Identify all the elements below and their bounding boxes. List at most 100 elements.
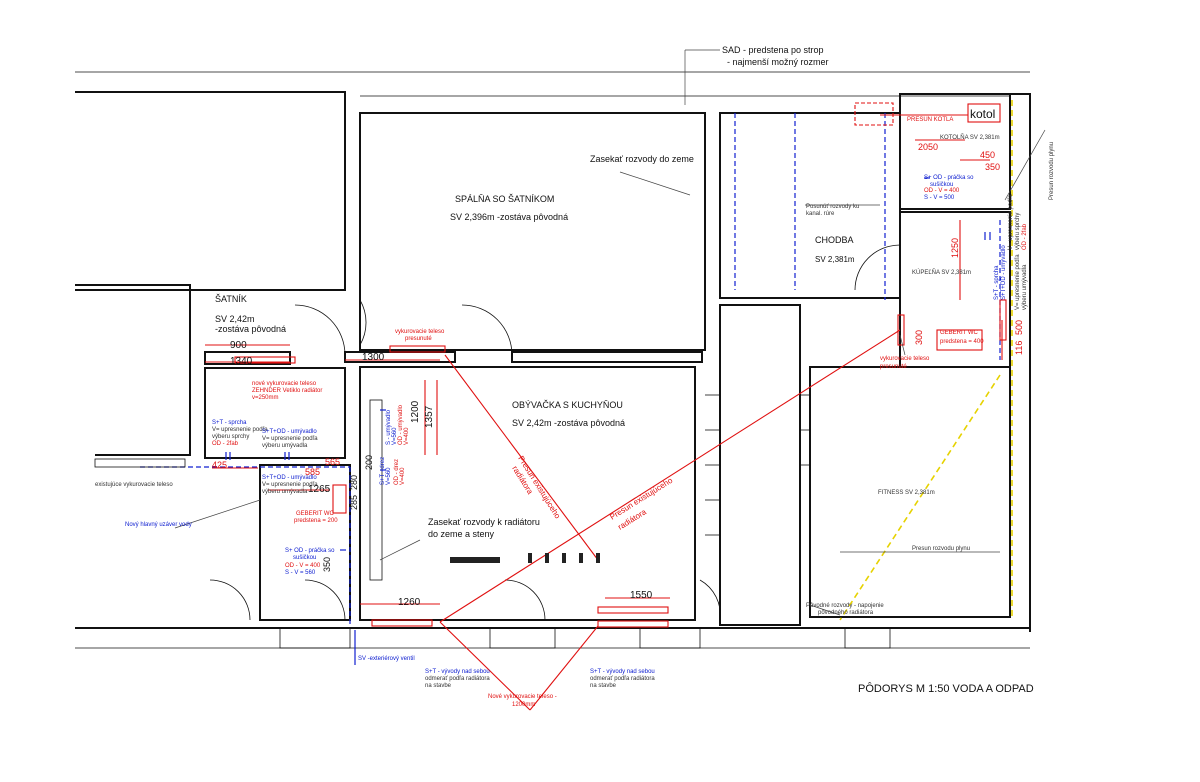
vyvody-b3: na stavbe bbox=[590, 683, 617, 689]
dim-116: 116 bbox=[1014, 341, 1024, 355]
bathroom-vykurovacie-2: presunuté bbox=[880, 364, 907, 370]
povodne-rozvody-1: Pôvodné rozvody - napojenie bbox=[806, 603, 884, 609]
dim-350b: 350 bbox=[985, 162, 1000, 172]
satnik-name: ŠATNÍK bbox=[215, 294, 247, 304]
kotolna-pracka-1: S+ OD - práčka so bbox=[924, 175, 974, 181]
dim-2050: 2050 bbox=[918, 142, 938, 152]
door-arc-5 bbox=[209, 579, 251, 621]
bathroom-predstena: predstena = 400 bbox=[940, 339, 984, 345]
gas-note: Presun rozvodu plynu bbox=[912, 546, 970, 552]
kitchen-umyvadlo-1: S - umývadlo bbox=[386, 409, 392, 445]
gas-vertical-note: Presun rozvodu plynu bbox=[1049, 142, 1055, 200]
dim-450: 450 bbox=[980, 150, 995, 160]
satnik-level2: -zostáva pôvodná bbox=[215, 324, 286, 334]
kitchen-umyvadlo-4: V=400 bbox=[404, 427, 410, 445]
dim-500: 500 bbox=[1014, 320, 1024, 335]
wc-od: OD - V = 400 bbox=[285, 563, 321, 569]
door-arc-1 bbox=[294, 304, 346, 356]
satnik-wall-segment bbox=[204, 351, 291, 365]
bathroom-sprcha-4: OD - 2fab bbox=[1022, 223, 1028, 250]
dim-900: 900 bbox=[230, 340, 247, 351]
vyvody-b2: odmerať podľa radiátora bbox=[590, 676, 655, 682]
kitchen-drez-2: V=560 bbox=[386, 467, 392, 485]
window-1 bbox=[279, 627, 351, 649]
stairs bbox=[705, 394, 810, 536]
wc-umyvadlo-3: výberu umývadla bbox=[262, 489, 308, 495]
living-vykurovacie-1: vykurovacie teleso bbox=[395, 329, 445, 335]
bathroom-geberit: GEBERIT WC bbox=[940, 330, 979, 336]
dim-1260: 1260 bbox=[398, 597, 421, 608]
dim-425: 425 bbox=[212, 460, 227, 470]
stair-column bbox=[719, 304, 801, 626]
nove-1200-2: 1200mm bbox=[512, 702, 535, 708]
dim-1200: 1200 bbox=[410, 400, 421, 423]
fitness-name: FITNESS SV 2,381m bbox=[878, 490, 935, 496]
fitness-walls bbox=[809, 366, 1011, 618]
satnik-sprcha-1: S+T - sprcha bbox=[212, 420, 247, 426]
bathroom-vykurovacie-1: vykurovacie teleso bbox=[880, 356, 930, 362]
door-arc-2 bbox=[461, 304, 513, 356]
main-valve-label: Nový hlavný uzáver vody bbox=[125, 522, 192, 528]
kitchen-drez-3: OD - drez bbox=[394, 459, 400, 485]
dim-565: 565 bbox=[325, 457, 340, 467]
zasekat-radiator-2: do zeme a steny bbox=[428, 529, 495, 539]
dim-280: 280 bbox=[349, 475, 359, 490]
bedroom-level: SV 2,396m -zostáva pôvodná bbox=[450, 212, 568, 222]
posunut-2: kanal. rúre bbox=[806, 211, 835, 217]
vyvody-b1: S+T - vývody nad sebou bbox=[590, 669, 655, 675]
wc-geberit: GEBERIT WC bbox=[296, 511, 335, 517]
heating-fixtures bbox=[205, 102, 1007, 711]
dim-350: 350 bbox=[322, 557, 332, 572]
living-name: OBÝVAČKA S KUCHYŇOU bbox=[512, 400, 623, 410]
dim-300: 300 bbox=[914, 330, 924, 345]
leader-lines bbox=[174, 49, 1046, 616]
posunut-1: Posunúť rozvody ku bbox=[806, 204, 859, 210]
bedroom-walls bbox=[359, 112, 706, 351]
povodne-rozvody-2: pôvodného radiátora bbox=[818, 610, 874, 616]
sv-exterier: SV -exteriérový ventil bbox=[358, 656, 415, 662]
satnik-umyvadlo-2: V= upresnenie podľa bbox=[262, 436, 318, 442]
gas-lines bbox=[839, 100, 1013, 621]
door-arc-6 bbox=[304, 579, 346, 621]
kotolna-s: S - V = 500 bbox=[924, 195, 955, 201]
radiator-symbols bbox=[450, 553, 600, 563]
satnik-level: SV 2,42m bbox=[215, 314, 255, 324]
kitchen-umyvadlo-3: OD - umývadlo bbox=[398, 404, 404, 445]
satnik-umyvadlo-1: S+T+OD - umývadlo bbox=[262, 429, 317, 435]
satnik-umyvadlo-3: výberu umývadla bbox=[262, 443, 308, 449]
dim-200: 200 bbox=[364, 455, 374, 470]
door-arc-7 bbox=[504, 579, 546, 621]
dim-1300: 1300 bbox=[362, 352, 385, 363]
zehnder-1: nové vykurovacie teleso bbox=[252, 381, 317, 387]
dim-1250: 1250 bbox=[950, 238, 960, 258]
vyvody-a3: na stavbe bbox=[425, 683, 452, 689]
sad-note-line2: - najmenší možný rozmer bbox=[727, 57, 829, 67]
bathroom-sprcha-2: V= upresnenie podľa bbox=[1008, 194, 1014, 250]
bathroom-name: KÚPEĽŇA SV 2,381m bbox=[912, 269, 971, 276]
dim-1340: 1340 bbox=[230, 356, 253, 367]
existing-radiator bbox=[94, 458, 186, 468]
kotolna-od: OD - V = 400 bbox=[924, 188, 960, 194]
zehnder-2: ZEHNDER Vetiklo radiátor bbox=[252, 388, 322, 394]
bathroom-umyvadlo-1: S+T+OD - umývadlo bbox=[1001, 245, 1007, 300]
kotolna-label: KOTOLŇA SV 2,381m bbox=[940, 134, 1000, 141]
sad-note-line1: SAD - predstena po strop bbox=[722, 45, 824, 55]
door-arc-3 bbox=[359, 299, 367, 346]
dim-1265: 1265 bbox=[308, 484, 331, 495]
zasekat-radiator-1: Zasekať rozvody k radiátoru bbox=[428, 517, 540, 527]
nove-1200-1: Nové vykurovacie teleso - bbox=[488, 694, 557, 700]
kotolna-pracka-2: sušičkou bbox=[930, 182, 953, 188]
zehnder-3: v=250mm bbox=[252, 395, 279, 401]
living-level: SV 2,42m -zostáva pôvodná bbox=[512, 418, 625, 428]
vyvody-a1: S+T - vývody nad sebou bbox=[425, 669, 490, 675]
bathroom-umyvadlo-2: V= upresnenie podľa bbox=[1015, 254, 1021, 310]
left-upper-block bbox=[75, 91, 346, 291]
satnik-sprcha-4: OD - 2fab bbox=[212, 441, 239, 447]
dim-285: 285 bbox=[349, 495, 359, 510]
right-outer-wall bbox=[1010, 93, 1031, 632]
left-lower-block bbox=[75, 284, 191, 456]
drawing-title: PÔDORYS M 1:50 VODA A ODPAD bbox=[858, 682, 1034, 695]
satnik-sprcha-2: V= upresnenie podľa bbox=[212, 427, 268, 433]
